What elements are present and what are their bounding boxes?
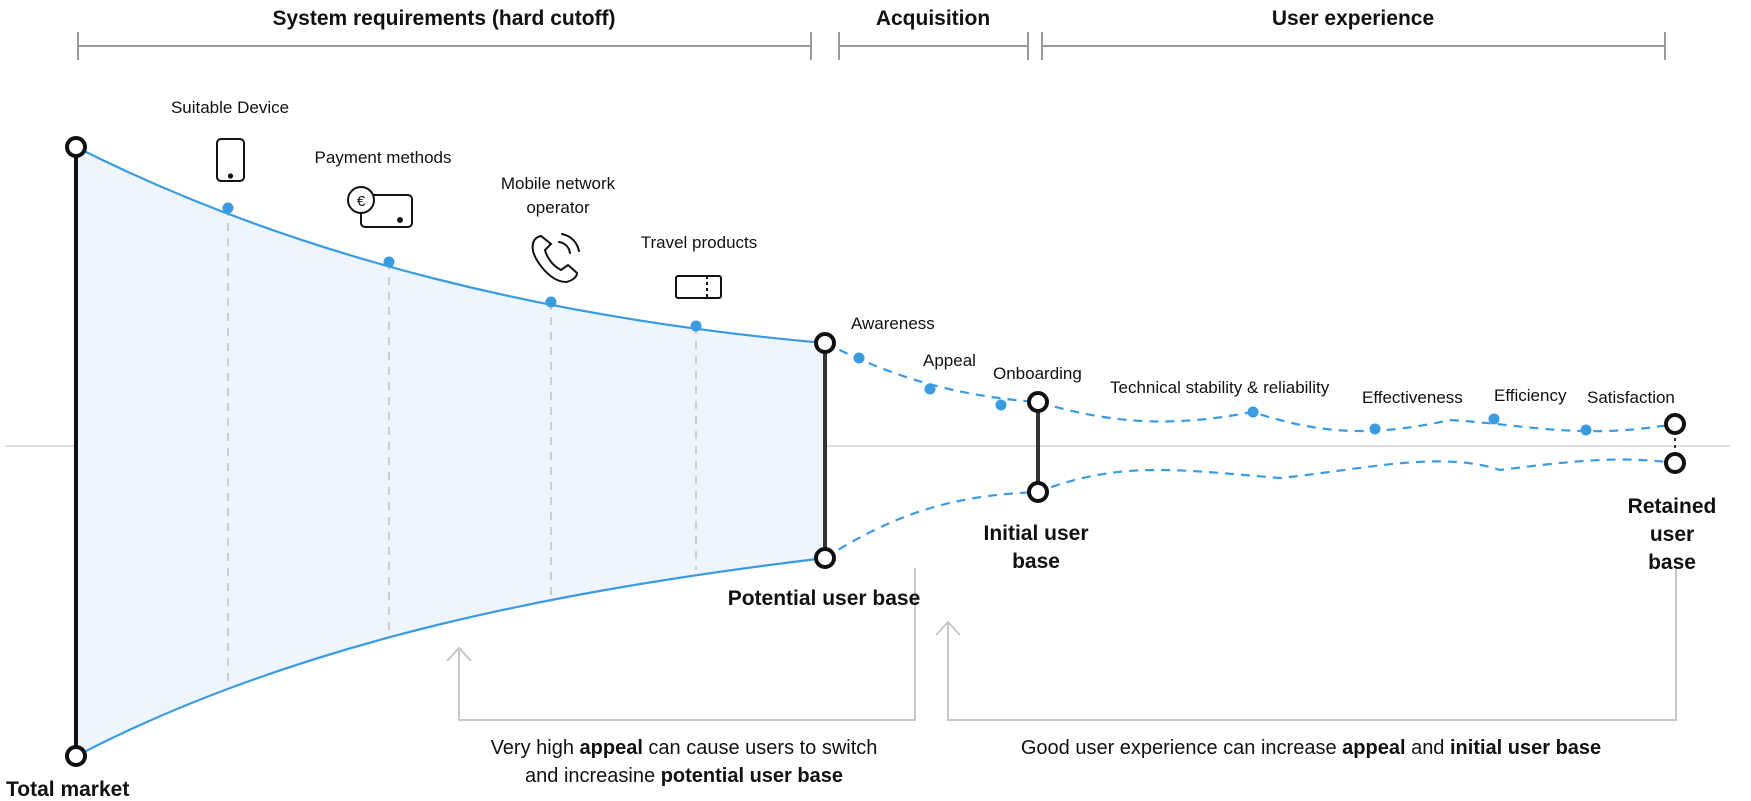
label-awareness: Awareness (851, 314, 935, 333)
label-effectiveness: Effectiveness (1362, 388, 1463, 407)
stage-points (853, 352, 1592, 436)
point-efficiency (1488, 413, 1500, 425)
milestone-nodes (65, 136, 1686, 767)
section-header-system-requirements: System requirements (hard cutoff) (272, 7, 616, 30)
note-ux-feedback: Good user experience can increase appeal… (1020, 737, 1602, 759)
point-satisfaction (1580, 424, 1592, 436)
label-appeal: Appeal (923, 351, 976, 370)
point-onboarding (995, 399, 1007, 411)
requirement-points (222, 202, 702, 332)
label-onboarding: Onboarding (993, 364, 1082, 383)
funnel-top-curve (75, 146, 826, 345)
svg-text:€: € (357, 193, 366, 210)
phone-call-icon (531, 233, 580, 284)
bracket-user-experience (1041, 32, 1666, 60)
label-retained-user-base: Retained user base (1627, 495, 1717, 574)
bracket-acquisition (838, 32, 1029, 60)
point-appeal (924, 383, 936, 395)
payment-card-icon: € (347, 186, 413, 228)
ticket-icon (675, 275, 722, 299)
point-suitable-device (222, 202, 234, 214)
point-mobile-network (545, 296, 557, 308)
label-technical-stability: Technical stability & reliability (1110, 378, 1330, 397)
section-header-user-experience: User experience (1271, 7, 1435, 30)
smartphone-icon (216, 138, 245, 182)
point-effectiveness (1369, 423, 1381, 435)
label-travel-products: Travel products (640, 233, 758, 252)
label-suitable-device: Suitable Device (170, 98, 290, 117)
point-travel-products (690, 320, 702, 332)
label-payment-methods: Payment methods (314, 148, 452, 167)
label-total-market: Total market (6, 778, 130, 801)
label-potential-user-base: Potential user base (727, 587, 921, 610)
label-mobile-network-operator: Mobile network operator (500, 174, 616, 217)
appeal-feedback-arrow (446, 568, 916, 721)
note-appeal-line1: Very high appeal can cause users to swit… (490, 737, 878, 759)
point-awareness (853, 352, 865, 364)
label-efficiency: Efficiency (1494, 386, 1567, 405)
point-technical-stability (1247, 406, 1259, 418)
funnel-area (76, 147, 825, 756)
requirement-guides (227, 208, 697, 690)
funnel-bottom-curve (75, 556, 826, 757)
bracket-system-requirements (77, 32, 812, 60)
point-payment-methods (383, 256, 395, 268)
ux-bottom-curve (824, 458, 1676, 559)
ux-feedback-arrow (935, 566, 1677, 721)
note-appeal-feedback: Very high appeal can cause users to swit… (491, 734, 878, 790)
note-appeal-line2: and increasine potential user base (525, 765, 843, 787)
section-header-acquisition: Acquisition (875, 7, 991, 30)
label-satisfaction: Satisfaction (1587, 388, 1675, 407)
label-initial-user-base: Initial user base (983, 522, 1089, 573)
